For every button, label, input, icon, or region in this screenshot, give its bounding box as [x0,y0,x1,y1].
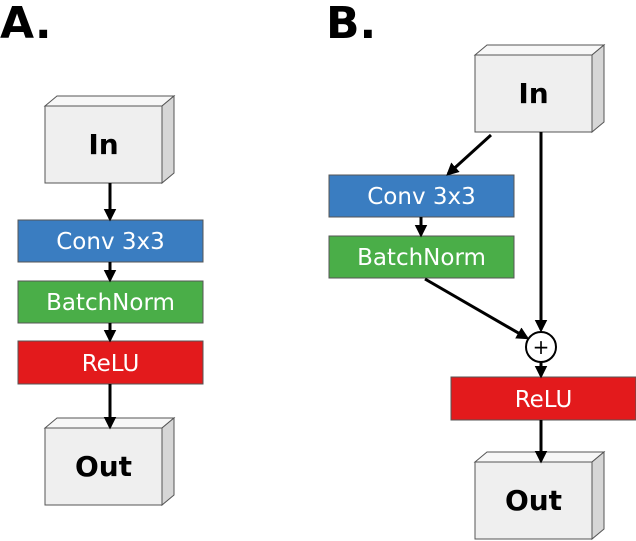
panel-b-relu-box [450,376,636,421]
panel-a-conv-label: Conv 3x3 [56,229,165,255]
panel-b-conv-layer: Conv 3x3 [328,174,515,218]
panel-a-output-box-face [44,427,163,506]
panel-b-conv-box [328,174,515,218]
panel-a-label: A. [0,0,52,49]
panel-b-input-label: In [518,77,548,110]
panel-b-output-label: Out [505,484,562,517]
panel-a-output-box: Out [43,416,176,507]
panel-b-output-box-face [474,461,593,540]
panel-b-arrow-in-to-conv [446,133,493,176]
panel-b-input-box-face [474,54,593,133]
panel-b-add-symbol: + [533,335,550,359]
panel-a-batchnorm-layer: BatchNorm [17,280,204,324]
panel-b-conv-label: Conv 3x3 [367,184,476,210]
panel-b-output-box-side [591,450,605,541]
panel-a-input-box: In [43,94,176,185]
panel-b-batchnorm-layer: BatchNorm [328,235,515,279]
panel-b: B. In Conv 3x3 BatchNorm + ReLU [326,0,636,541]
panel-b-arrow-batchnorm-to-add [424,277,530,340]
panel-a-input-box-face [44,105,163,184]
panel-a-output-box-side [161,416,175,507]
panel-a: A. In Conv 3x3 BatchNorm ReLU Ou [0,0,204,507]
panel-b-label: B. [326,0,376,49]
panel-a-conv-box [17,219,204,263]
panel-a-conv-layer: Conv 3x3 [17,219,204,263]
panel-b-input-box: In [473,43,606,134]
panel-b-relu-label: ReLU [515,387,573,413]
panel-a-relu-layer: ReLU [17,340,204,385]
panel-a-batchnorm-label: BatchNorm [46,290,175,316]
panel-a-relu-box [17,340,204,385]
panel-b-input-box-top [473,44,606,56]
panel-a-input-box-top [43,95,176,107]
panel-b-input-box-side [591,43,605,134]
panel-a-output-label: Out [75,450,132,483]
panel-b-relu-layer: ReLU [450,376,636,421]
panel-a-input-label: In [88,128,118,161]
panel-b-output-box: Out [473,450,606,541]
panel-a-relu-label: ReLU [82,351,140,377]
panel-a-input-box-side [161,94,175,185]
panel-b-add-node: + [525,331,557,363]
panel-b-batchnorm-label: BatchNorm [357,245,486,271]
